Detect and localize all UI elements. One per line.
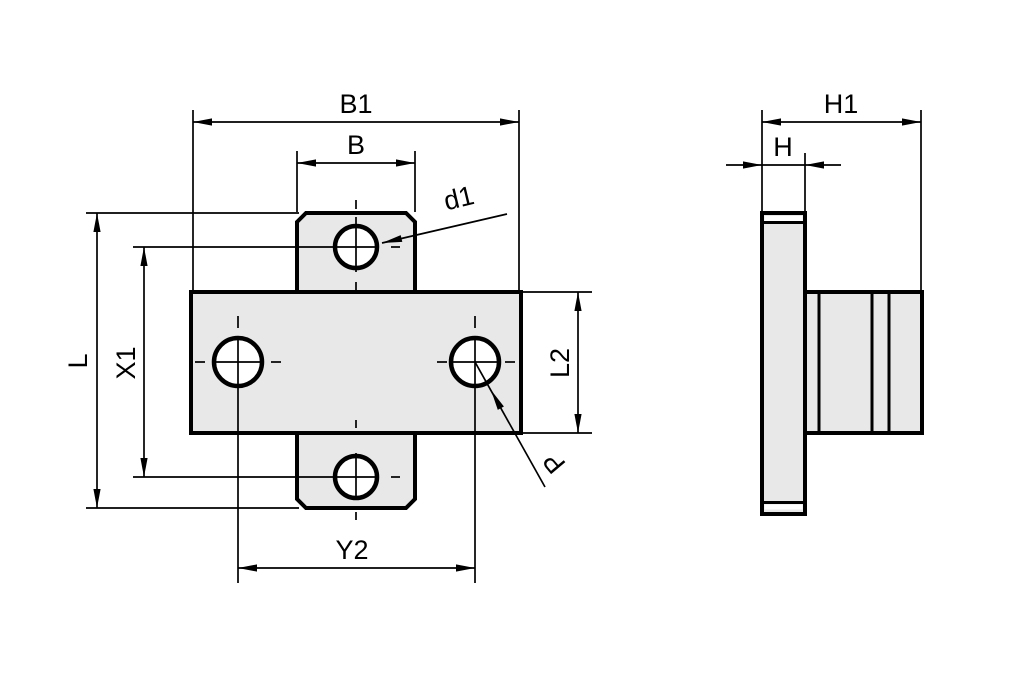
side-plate-bottom-band bbox=[764, 504, 803, 510]
dim-label-y2: Y2 bbox=[335, 535, 368, 565]
dim-label-x1: X1 bbox=[111, 346, 141, 379]
dim-label-l: L bbox=[63, 353, 93, 368]
dim-l2: L2 bbox=[545, 292, 582, 433]
leader-d1-line bbox=[381, 213, 508, 244]
leader-d1-arrow bbox=[382, 235, 403, 243]
dim-x1: X1 bbox=[111, 247, 148, 477]
dim-l-arrow-bottom bbox=[93, 489, 101, 508]
dim-l2-arrow-bottom bbox=[574, 414, 582, 433]
dim-label-b: B bbox=[347, 130, 365, 160]
side-plate-top-band bbox=[764, 216, 803, 221]
leader-label-d1: d1 bbox=[441, 180, 477, 216]
dim-h1-arrow-left bbox=[762, 118, 781, 126]
side-plate bbox=[760, 211, 807, 516]
dim-b: B bbox=[297, 130, 415, 167]
dim-label-h1: H1 bbox=[824, 89, 859, 119]
dim-label-b1: B1 bbox=[339, 89, 372, 119]
center-marks bbox=[195, 200, 515, 520]
dim-h: H bbox=[726, 132, 841, 169]
side-block bbox=[803, 290, 924, 435]
leader-label-p: P bbox=[537, 446, 572, 479]
leader-p-arrow bbox=[491, 390, 504, 410]
dim-y2-arrow-right bbox=[456, 564, 475, 572]
dim-b-arrow-left bbox=[297, 159, 316, 167]
side-view bbox=[760, 211, 924, 516]
leader-p-line bbox=[474, 361, 546, 488]
dimensions: B1 B L X1 L2 bbox=[63, 89, 921, 572]
extension-lines bbox=[86, 110, 922, 583]
dim-l-arrow-top bbox=[93, 213, 101, 232]
dim-b1: B1 bbox=[193, 89, 519, 126]
dim-label-h: H bbox=[773, 132, 793, 162]
dim-b1-arrow-right bbox=[500, 118, 519, 126]
dim-h1: H1 bbox=[762, 89, 921, 126]
dim-h-arrow-right bbox=[805, 161, 824, 169]
dim-label-l2: L2 bbox=[545, 348, 575, 378]
dim-h1-arrow-right bbox=[902, 118, 921, 126]
dim-x1-arrow-top bbox=[140, 247, 148, 266]
dim-h-arrow-left bbox=[743, 161, 762, 169]
dim-x1-arrow-bottom bbox=[140, 458, 148, 477]
dim-y2-arrow-left bbox=[238, 564, 257, 572]
dim-l: L bbox=[63, 213, 101, 508]
leader-d1: d1 bbox=[381, 180, 508, 244]
dim-b1-arrow-left bbox=[193, 118, 212, 126]
dim-l2-arrow-top bbox=[574, 292, 582, 311]
dim-b-arrow-right bbox=[396, 159, 415, 167]
dim-y2: Y2 bbox=[238, 535, 475, 572]
